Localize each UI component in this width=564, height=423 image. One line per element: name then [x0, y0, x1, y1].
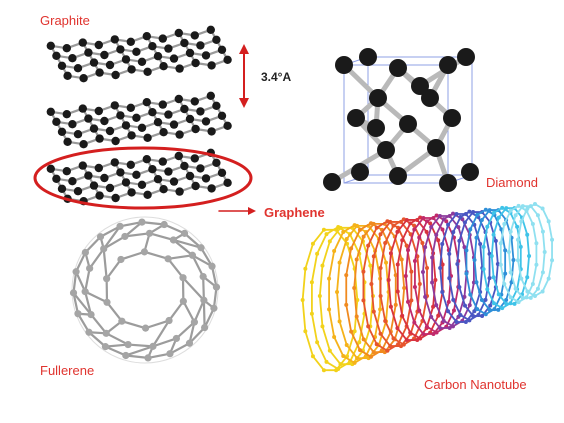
graphene-label: Graphene — [264, 205, 325, 220]
diamond-label: Diamond — [486, 175, 539, 190]
graphene-highlight-ellipse — [33, 146, 253, 210]
graphite-layers-illustration — [46, 25, 232, 206]
graphite-label: Graphite — [40, 13, 90, 28]
nanotube-label: Carbon Nanotube — [424, 377, 527, 392]
carbon-nanotube-illustration — [300, 202, 555, 373]
spacing-label: 3.4°A — [261, 70, 292, 84]
interlayer-spacing-arrow — [239, 44, 249, 108]
fullerene-label: Fullerene — [40, 363, 95, 378]
diamond-lattice-illustration — [323, 48, 479, 192]
fullerene-cage-illustration — [69, 216, 221, 364]
graphene-pointer-arrow — [218, 207, 256, 215]
